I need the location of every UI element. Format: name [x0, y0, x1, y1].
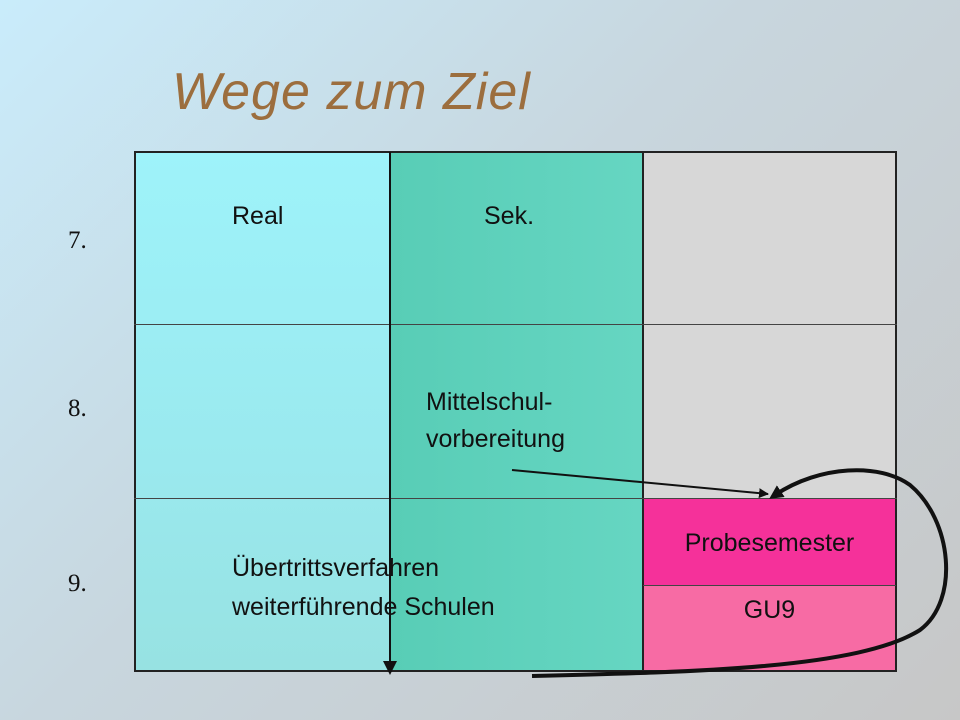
gu9-label: GU9 [743, 596, 796, 624]
grid-border-right [895, 151, 897, 672]
sek-column [390, 152, 643, 671]
sek-column-label: Sek. [484, 202, 535, 230]
gu9-cell [643, 586, 896, 671]
grid-border-left [134, 151, 136, 672]
empty-column-top [643, 152, 896, 499]
uebertritt-label-line2: weiterführende Schulen [232, 593, 495, 621]
grid-row-divider-2 [134, 498, 897, 499]
row-label-7: 7. [68, 227, 87, 254]
grid-border-bottom [134, 670, 897, 672]
row-label-9: 9. [68, 570, 87, 597]
row-label-8: 8. [68, 395, 87, 422]
mittelschul-label-line1: Mittelschul- [426, 388, 553, 416]
grid-row-divider-1 [134, 324, 897, 325]
grid-border-top [134, 151, 897, 153]
mittelschul-label-line2: vorbereitung [426, 425, 565, 453]
grid-row-divider-3 [643, 585, 896, 586]
probesemester-label: Probesemester [684, 529, 855, 557]
uebertritt-label-line1: Übertrittsverfahren [232, 554, 440, 582]
probesemester-cell [643, 499, 896, 586]
arrow-mittelschul-to-probesemester [511, 469, 769, 499]
arrow-gu9-loop-to-probesemester [531, 468, 949, 678]
real-column-label: Real [232, 202, 284, 230]
page-title: Wege zum Ziel [172, 63, 531, 121]
real-column [135, 152, 390, 671]
grid-col-divider-2 [642, 151, 644, 672]
